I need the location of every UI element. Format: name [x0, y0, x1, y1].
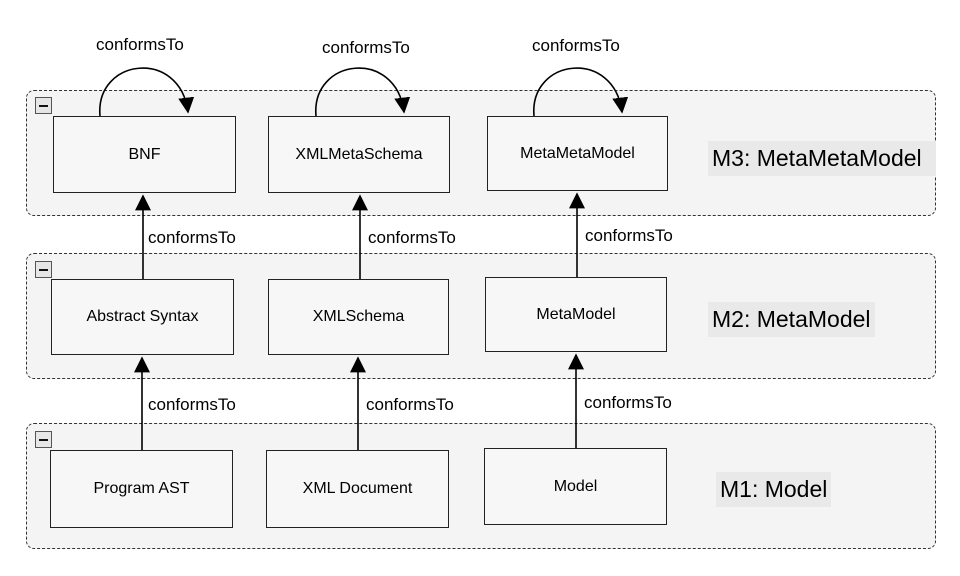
edge-label-xml-document-to-xmlschema: conformsTo — [366, 395, 454, 414]
edge-label-model-to-metamodel: conformsTo — [584, 393, 672, 412]
node-xml-document[interactable]: XML Document — [266, 450, 449, 528]
node-bnf[interactable]: BNF — [53, 116, 236, 193]
edge-label-abstract-syntax-to-bnf: conformsTo — [148, 228, 236, 247]
node-metamodel[interactable]: MetaModel — [485, 277, 667, 352]
edge-label-metamodel-to-metametamodel: conformsTo — [585, 226, 673, 245]
node-xmlschema[interactable]: XMLSchema — [268, 279, 449, 355]
node-model[interactable]: Model — [484, 448, 667, 525]
self-loop-label-xmlmetaschema: conformsTo — [322, 38, 410, 57]
collapse-m1-button[interactable] — [35, 431, 52, 448]
self-loop-label-bnf: conformsTo — [96, 35, 184, 54]
edge-label-xmlschema-to-xmlmetaschema: conformsTo — [368, 228, 456, 247]
edge-label-program-ast-to-abstract-syntax: conformsTo — [148, 395, 236, 414]
layer-m1-label: M1: Model — [716, 472, 832, 507]
node-program-ast[interactable]: Program AST — [50, 450, 233, 528]
layer-m2-label: M2: MetaModel — [708, 302, 875, 337]
collapse-m3-button[interactable] — [35, 97, 52, 114]
collapse-m2-button[interactable] — [35, 261, 52, 278]
layer-m3-label: M3: MetaMetaModel — [708, 141, 936, 176]
node-metametamodel[interactable]: MetaMetaModel — [487, 116, 668, 191]
self-loop-label-metametamodel: conformsTo — [532, 36, 620, 55]
node-abstract-syntax[interactable]: Abstract Syntax — [51, 279, 234, 355]
node-xmlmetaschema[interactable]: XMLMetaSchema — [268, 116, 450, 193]
